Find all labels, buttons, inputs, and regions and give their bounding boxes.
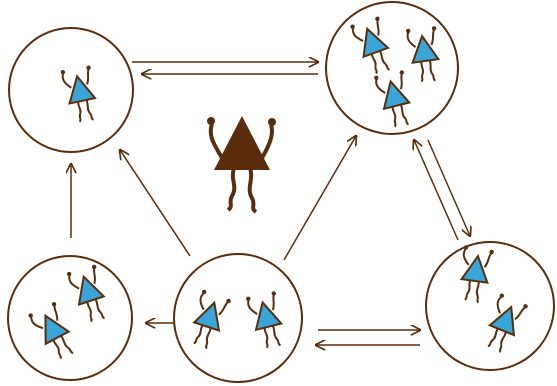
arrow-bottom-center-to-top-left: [120, 150, 191, 257]
arrow-bottom-center-to-top-right: [283, 136, 356, 261]
central-figure-icon: [207, 116, 276, 214]
transition-arrows: [71, 62, 470, 345]
node-bottom-right: [425, 241, 555, 371]
node-bottom-left: [7, 255, 133, 381]
arrow-bottom-right-to-top-right: [414, 140, 459, 241]
node-top-right: [325, 1, 459, 135]
arrow-top-right-to-bottom-right: [427, 139, 470, 236]
node-bottom-center: [173, 253, 303, 383]
node-top-left: [8, 27, 134, 153]
